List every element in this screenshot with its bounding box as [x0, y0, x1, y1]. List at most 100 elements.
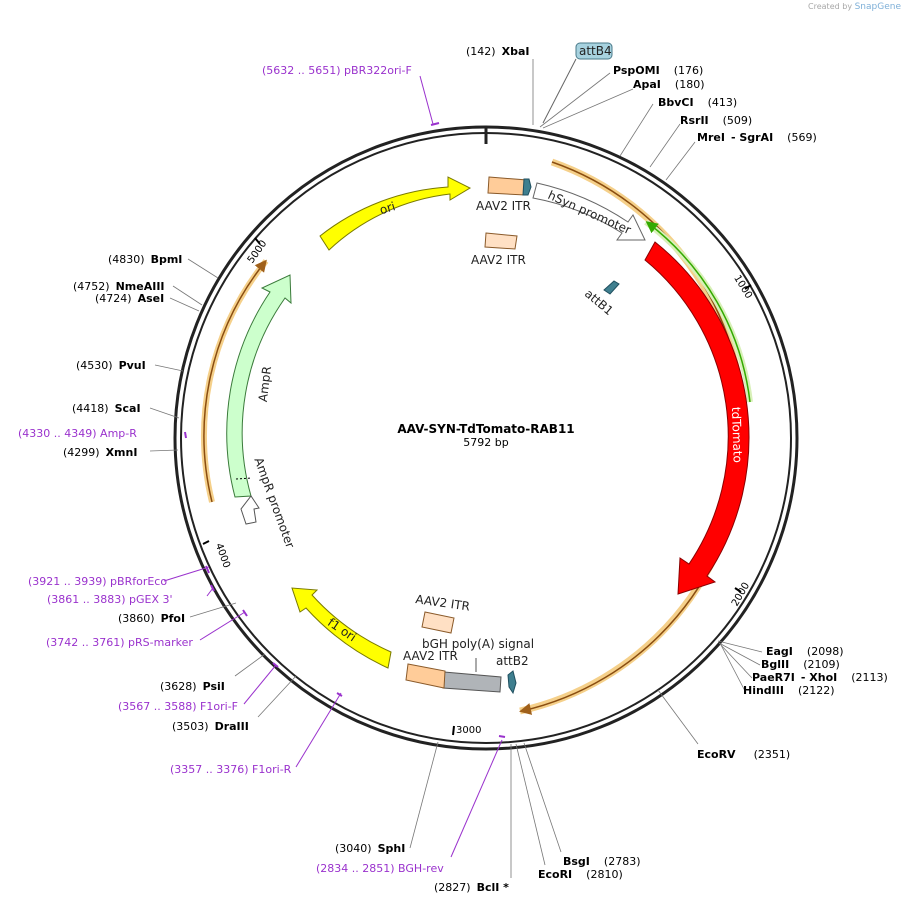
bbvci-pos: (413) — [708, 96, 738, 109]
site-sphi[interactable]: (3040)SphI — [335, 842, 405, 855]
mrei-pos: (569) — [787, 131, 817, 144]
primer-amp-r[interactable]: (4330 .. 4349) Amp-R — [18, 427, 137, 440]
f1-ori-feature[interactable]: f1 ori — [291, 587, 392, 669]
site-bglii[interactable]: BglII(2109) — [761, 658, 840, 671]
eagi-pos: (2098) — [807, 645, 844, 658]
bsgi-pos: (2783) — [604, 855, 641, 868]
primer-pbrforeco[interactable]: (3921 .. 3939) pBRforEco — [28, 575, 167, 588]
site-ecori[interactable]: EcoRI(2810) — [538, 868, 623, 881]
attb4-label: attB4 — [579, 44, 612, 58]
nmeaiii-pos: (4752) — [73, 280, 110, 293]
pfoi-pos: (3860) — [118, 612, 155, 625]
primer-f1ori-r[interactable]: (3357 .. 3376) F1ori-R — [170, 763, 292, 776]
tick-4000 — [202, 540, 210, 545]
site-rsrii[interactable]: RsrII(509) — [680, 114, 752, 127]
tick-1000 — [744, 284, 752, 290]
site-xmni[interactable]: (4299) XmnI — [63, 446, 137, 459]
tick-label-3000: 3000 — [456, 725, 481, 736]
primer-f1ori-f[interactable]: (3567 .. 3588) F1ori-F — [118, 700, 238, 713]
draiii-pos: (3503) — [172, 720, 209, 733]
site-pvui[interactable]: (4530)PvuI — [76, 359, 146, 372]
mrei-name: MreI — [697, 131, 725, 144]
site-ecorv[interactable]: EcoRV(2351) — [697, 748, 790, 761]
site-bpmi[interactable]: (4830)BpmI — [108, 253, 182, 266]
asei-name: AseI — [138, 292, 165, 305]
attb1-feature[interactable]: attB1 — [582, 280, 620, 318]
site-bcli[interactable]: (2827)BclI * — [434, 881, 509, 894]
nmeaiii-name: NmeAIII — [116, 280, 165, 293]
bgh-polya-feature[interactable]: bGH poly(A) signal — [422, 637, 534, 693]
pvui-name: PvuI — [119, 359, 146, 372]
aav2-itr-2[interactable]: AAV2 ITR — [471, 232, 526, 267]
primer-bgh-rev[interactable]: (2834 .. 2851) BGH-rev — [316, 862, 444, 875]
ori-feature[interactable]: ori — [319, 176, 472, 251]
svg-text:HindIII(2122): HindIII(2122) — [743, 684, 835, 697]
scai-pos: (4418) — [72, 402, 109, 415]
tdtomato-feature[interactable]: tdTomato — [644, 241, 750, 595]
tick-marks: 1000 2000 3000 4000 5000 — [202, 237, 754, 736]
site-xbai[interactable]: (142)XbaI — [466, 45, 529, 58]
apai-pos: (180) — [675, 78, 705, 91]
site-hindiii[interactable]: HindIII(2122) — [743, 684, 835, 697]
svg-text:EcoRI(2810): EcoRI(2810) — [538, 868, 623, 881]
psii-pos: (3628) — [160, 680, 197, 693]
tick-label-4000: 4000 — [213, 542, 232, 570]
site-nmeaiii[interactable]: (4752) NmeAIII — [73, 280, 165, 293]
site-scai[interactable]: (4418)ScaI — [72, 402, 141, 415]
xbai-name: XbaI — [502, 45, 530, 58]
site-pfoi[interactable]: (3860)PfoI — [118, 612, 185, 625]
tick-5000 — [254, 237, 261, 245]
rsrii-pos: (509) — [723, 114, 753, 127]
primer-pgex-3[interactable]: (3861 .. 3883) pGEX 3' — [47, 593, 173, 606]
svg-text:BbvCI(413): BbvCI (413) — [658, 96, 737, 109]
pspomi-name: PspOMI — [613, 64, 660, 77]
draiii-name: DraIII — [215, 720, 249, 733]
site-draiii[interactable]: (3503) DraIII — [172, 720, 249, 733]
svg-text:(142)XbaI: (142)XbaI — [466, 45, 529, 58]
aav2-itr-1[interactable]: AAV2 ITR — [476, 176, 532, 213]
site-eagi[interactable]: EagI(2098) — [766, 645, 843, 658]
site-mrei[interactable]: MreI- SgrAI(569) — [697, 131, 817, 144]
bbvci-name: BbvCI — [658, 96, 694, 109]
asei-pos: (4724) — [95, 292, 132, 305]
svg-text:(3040)SphI: (3040)SphI — [335, 842, 405, 855]
site-bbvci[interactable]: BbvCI (413) — [658, 96, 737, 109]
svg-text:(4299)XmnI: (4299) XmnI — [63, 446, 137, 459]
tick-2000 — [734, 587, 742, 593]
svg-text:(3628)PsiI: (3628)PsiI — [160, 680, 225, 693]
site-psii[interactable]: (3628)PsiI — [160, 680, 225, 693]
ampr-feature[interactable]: AmpR — [226, 274, 292, 498]
site-asei[interactable]: (4724) AseI — [95, 292, 164, 305]
ampr-promoter-feature[interactable]: AmpR promoter — [240, 456, 297, 550]
pspomi-pos: (176) — [674, 64, 704, 77]
primer-prs-marker[interactable]: (3742 .. 3761) pRS-marker — [46, 636, 193, 649]
snapgene-logo: SnapGene — [854, 2, 901, 12]
hsyn-promoter-feature[interactable]: hSyn promoter — [532, 182, 646, 241]
primer-pbr322ori-f[interactable]: (5632 .. 5651) pBR322ori-F — [262, 64, 412, 77]
attb2-feature[interactable]: attB2 — [496, 654, 529, 695]
site-bsgi[interactable]: BsgI(2783) — [563, 855, 640, 868]
site-paer7i[interactable]: PaeR7I- XhoI(2113) — [752, 671, 888, 684]
xhoi-name: - XhoI — [801, 671, 837, 684]
site-leaders — [149, 59, 763, 878]
site-apai[interactable]: ApaI(180) — [633, 78, 705, 91]
primer-leaders — [163, 75, 506, 858]
ampr-promoter-label: AmpR promoter — [251, 456, 297, 550]
aav2-itr-4-label: AAV2 ITR — [403, 649, 458, 663]
left-orange-arc — [201, 259, 269, 503]
green-arc — [644, 219, 753, 403]
aav2-itr-3[interactable]: AAV2 ITR — [415, 592, 471, 634]
site-pspomi[interactable]: PspOMI (176) — [613, 64, 703, 77]
backbone — [173, 125, 799, 751]
tick-3000 — [452, 725, 455, 736]
attb4-feature[interactable]: attB4 — [542, 42, 613, 124]
svg-text:(3503)DraIII: (3503) DraIII — [172, 720, 249, 733]
paer7i-pos: (2113) — [851, 671, 888, 684]
snapgene-credit: Created by SnapGene — [808, 2, 901, 12]
sphi-name: SphI — [378, 842, 406, 855]
xmni-pos: (4299) — [63, 446, 100, 459]
svg-text:(4752)NmeAIII: (4752) NmeAIII — [73, 280, 165, 293]
xmni-name: XmnI — [106, 446, 138, 459]
aav2-itr-4[interactable]: AAV2 ITR — [403, 649, 458, 689]
